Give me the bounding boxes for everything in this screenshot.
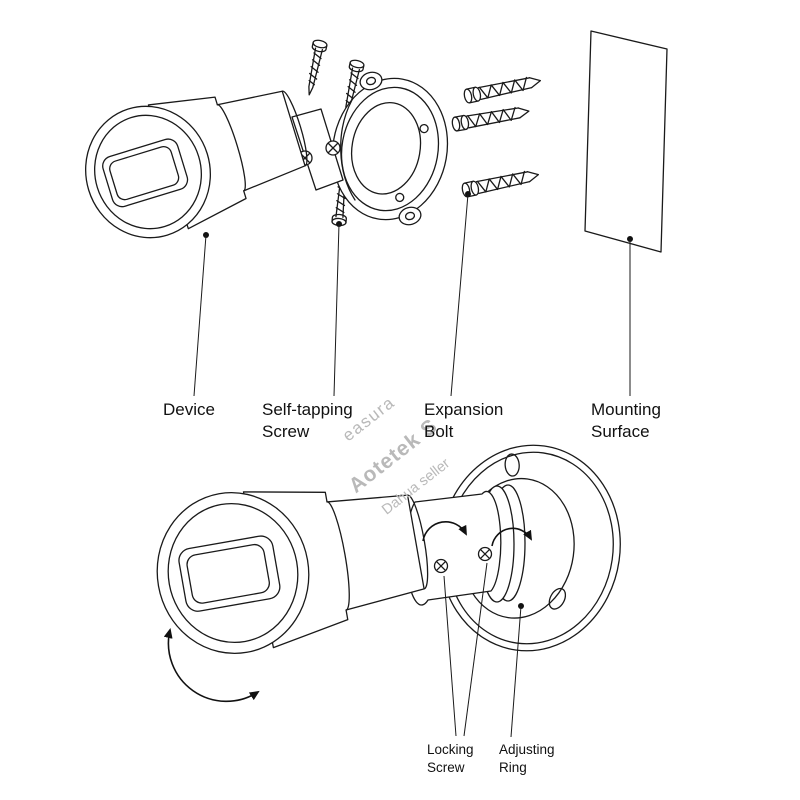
rotation-arrow-lens: [163, 628, 260, 701]
expansion-bolt-3: [460, 167, 541, 199]
top-exploded-view: [68, 31, 667, 396]
expansion-bolt-1: [462, 73, 543, 105]
rotation-arrows: [163, 522, 532, 702]
label-mounting-surface: Mounting Surface: [591, 400, 661, 442]
base-screw-hole-top: [504, 454, 520, 477]
mounting-bracket-illustration: [322, 69, 459, 229]
self-tapping-screw-1: [301, 38, 329, 97]
label-device: Device: [163, 400, 215, 419]
base-screw-hole-side: [546, 586, 569, 612]
camera-illustration-top: [68, 61, 320, 254]
leader-lines-bottom: [444, 563, 524, 737]
rotation-arrow-joint-left: [423, 522, 467, 541]
camera-illustration-bottom: [143, 459, 439, 667]
leader-lines-top: [194, 191, 633, 396]
expansion-bolt-2: [450, 103, 531, 133]
expansion-bolt-illustration: [450, 73, 543, 199]
rotation-arrow-joint-right: [492, 528, 532, 546]
label-self-tapping-screw: Self-tapping Screw: [262, 400, 353, 442]
label-adjusting-ring: Adjusting Ring: [499, 742, 555, 775]
mounting-surface-illustration: [585, 31, 667, 252]
bracket-tab-bottom: [397, 205, 423, 227]
label-expansion-bolt: Expansion Bolt: [424, 400, 504, 442]
bracket-tab-top: [358, 70, 384, 92]
label-locking-screw: Locking Screw: [427, 742, 474, 775]
locking-screw-2: [479, 548, 492, 561]
locking-screw-1: [435, 560, 448, 573]
joint-screw-2: [326, 141, 340, 155]
bracket-yoke-edge: [341, 100, 355, 200]
bottom-adjustment-view: [143, 433, 634, 737]
